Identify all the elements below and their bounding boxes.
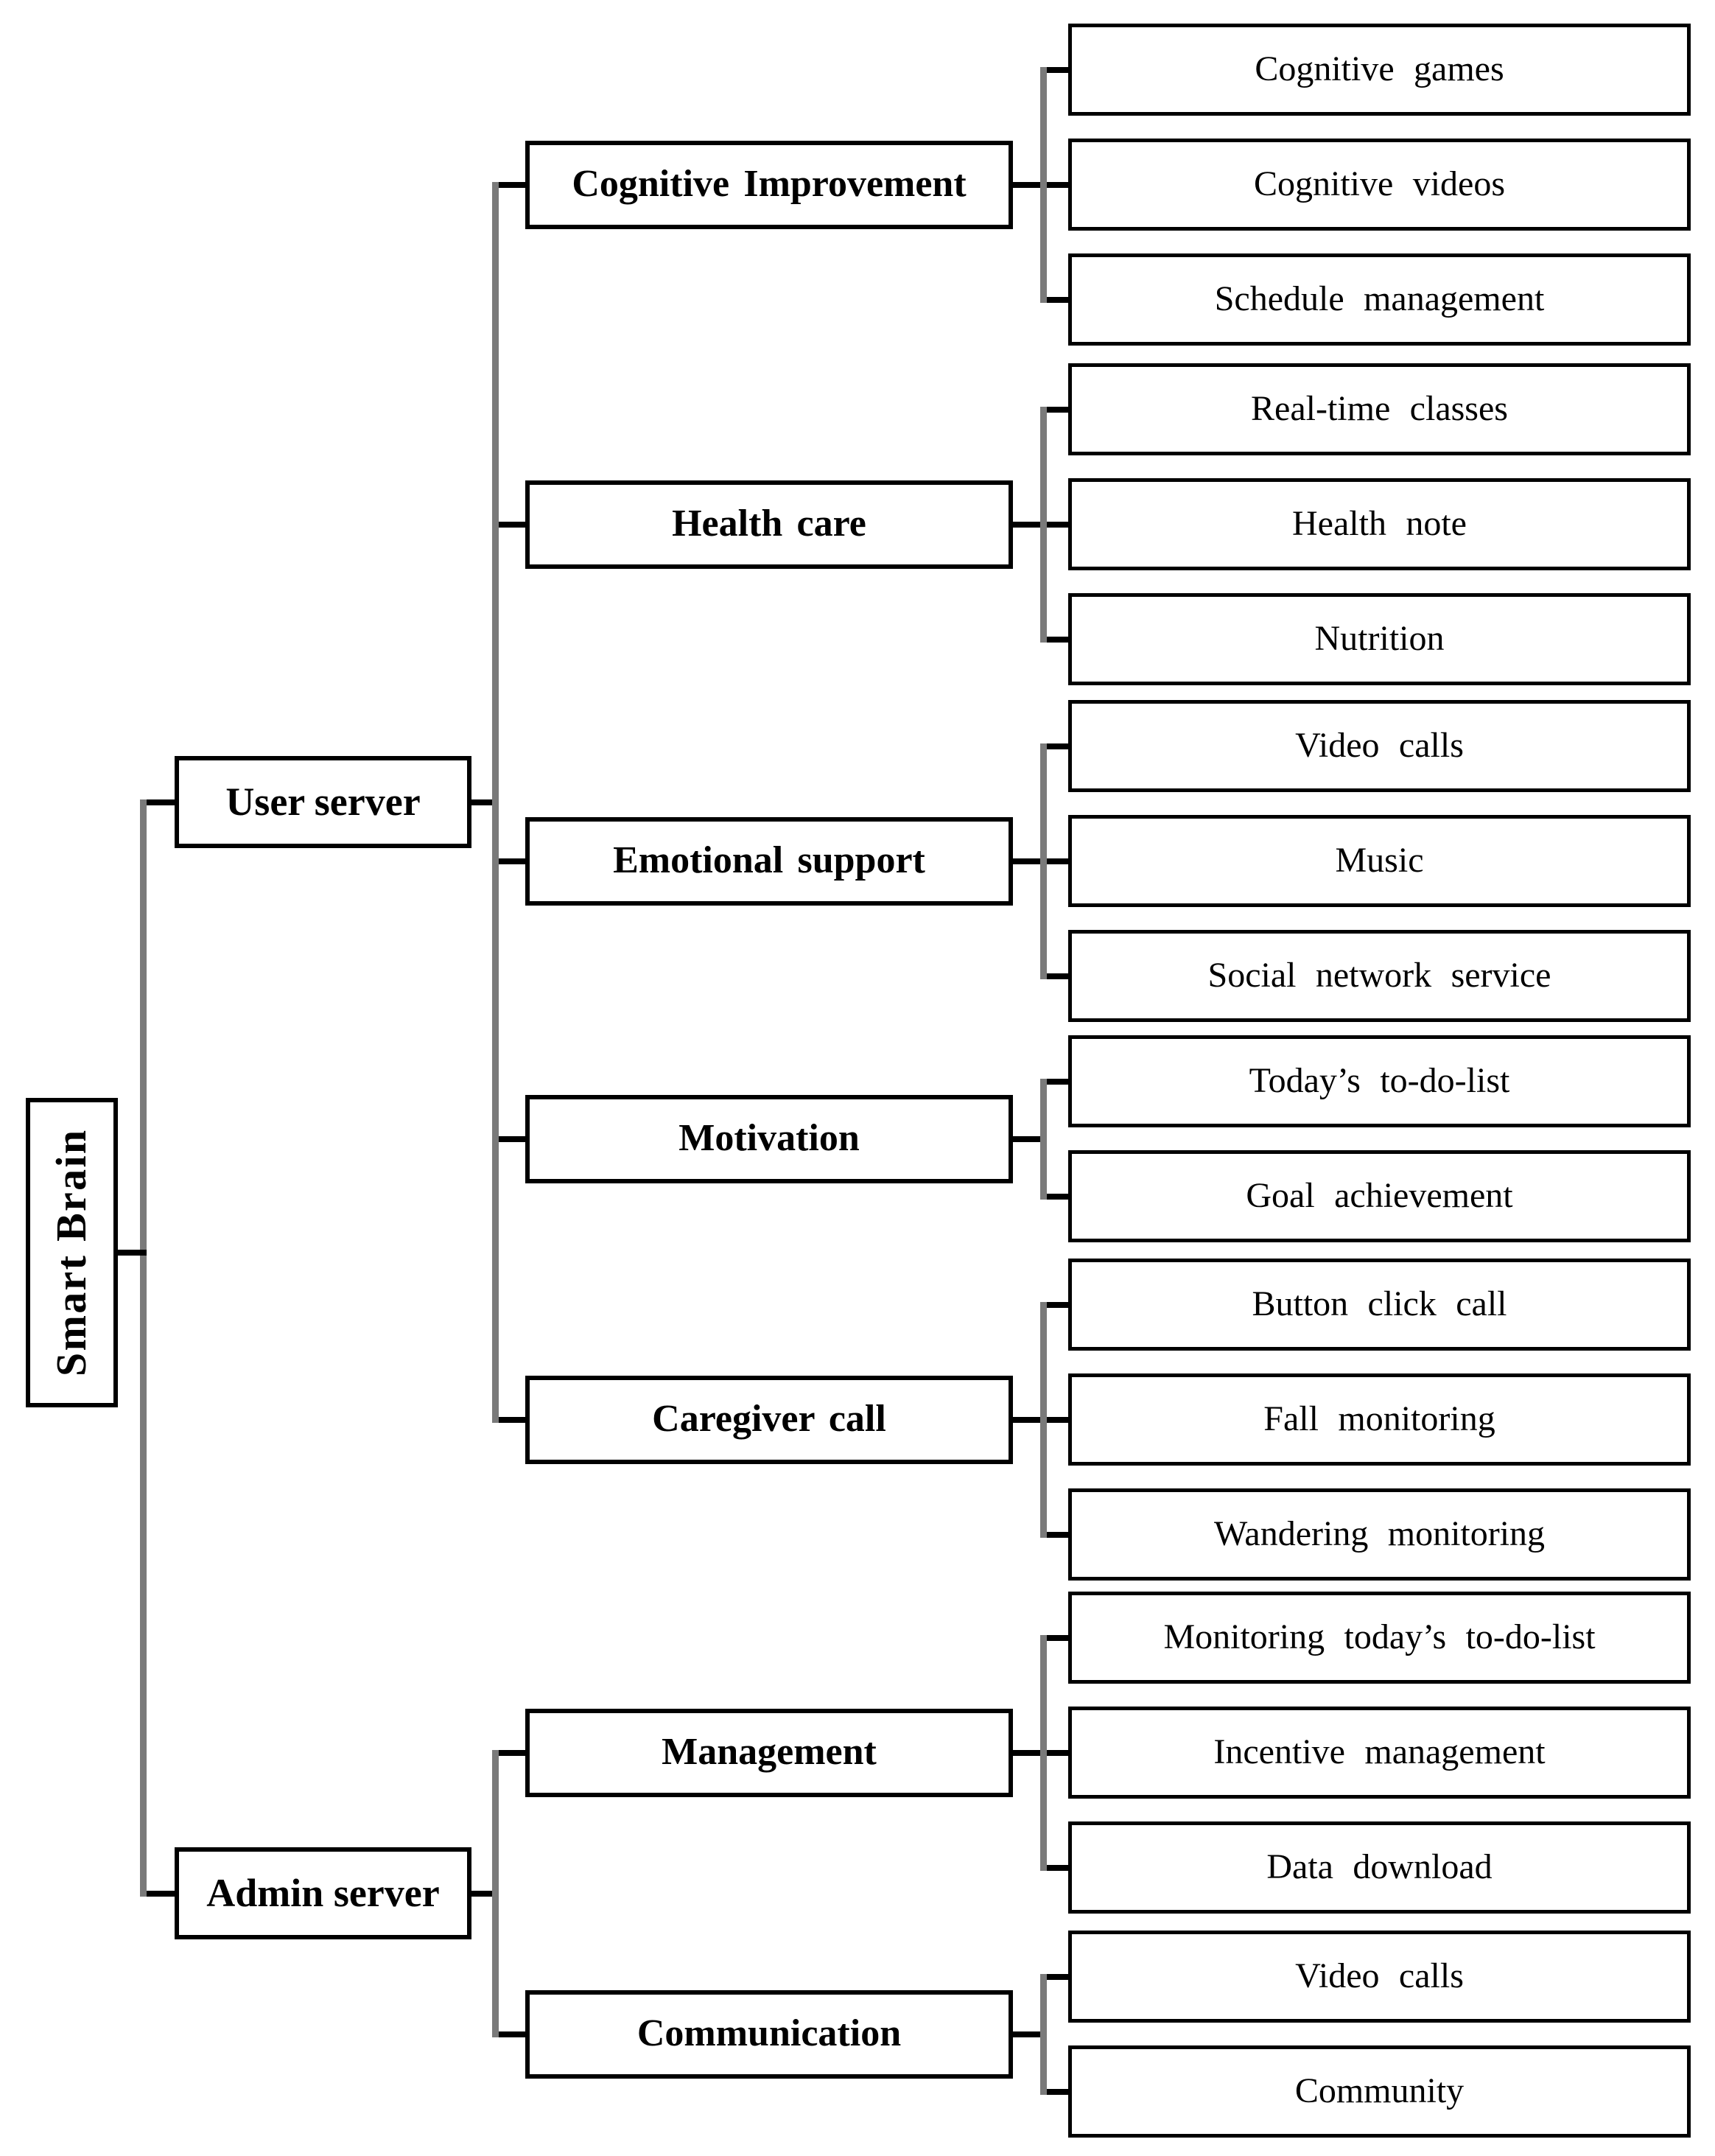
category-box: Cognitive Improvement <box>525 140 1013 229</box>
leaf-box: Video calls <box>1068 700 1691 792</box>
connector-spine-children <box>1040 1078 1047 1200</box>
leaf-box: Health note <box>1068 478 1691 570</box>
connector-stub-category-right <box>1013 181 1040 188</box>
leaf-box: Data download <box>1068 1821 1691 1914</box>
leaf-box: Nutrition <box>1068 593 1691 685</box>
leaf-box: Real-time classes <box>1068 363 1691 455</box>
connector-spine-children <box>1040 406 1047 643</box>
connector-stub-leaf <box>1047 1749 1068 1756</box>
connector-stub-category-left <box>499 181 525 188</box>
connector-stub-leaf <box>1047 636 1068 643</box>
connector-stub-leaf <box>1047 1301 1068 1308</box>
leaf-box: Video calls <box>1068 1931 1691 2023</box>
connector-stub-category-left <box>499 1135 525 1142</box>
leaf-box: Monitoring today’s to-do-list <box>1068 1592 1691 1684</box>
leaf-box: Music <box>1068 815 1691 907</box>
connector-stub-server-right <box>471 1890 492 1897</box>
connector-stub-server-left <box>147 799 175 805</box>
category-box: Management <box>525 1708 1013 1797</box>
server-box: User server <box>175 756 471 848</box>
connector-stub-category-right <box>1013 1416 1040 1423</box>
leaf-box: Schedule management <box>1068 253 1691 346</box>
connector-stub-leaf <box>1047 858 1068 864</box>
category-box: Motivation <box>525 1094 1013 1183</box>
connector-stub-leaf <box>1047 521 1068 528</box>
connector-stub-category-left <box>499 521 525 528</box>
connector-stub-category-right <box>1013 2031 1040 2037</box>
connector-stub-category-right <box>1013 858 1040 864</box>
connector-stub-leaf <box>1047 1416 1068 1423</box>
connector-stub-leaf <box>1047 1193 1068 1200</box>
connector-spine-main <box>140 799 147 1897</box>
connector-spine-children <box>1040 743 1047 979</box>
connector-spine-groups <box>492 181 499 1423</box>
category-box: Health care <box>525 480 1013 569</box>
leaf-box: Today’s to-do-list <box>1068 1035 1691 1127</box>
leaf-box: Fall monitoring <box>1068 1373 1691 1466</box>
leaf-box: Social network service <box>1068 930 1691 1022</box>
category-box: Caregiver call <box>525 1375 1013 1464</box>
connector-stub-leaf <box>1047 973 1068 979</box>
connector-stub-server-left <box>147 1890 175 1897</box>
connector-stub-server-right <box>471 799 492 805</box>
connector-stub-leaf <box>1047 1634 1068 1641</box>
connector-stub-category-left <box>499 2031 525 2037</box>
connector-stub-category-left <box>499 1416 525 1423</box>
connector-stub-leaf <box>1047 1078 1068 1085</box>
connector-spine-children <box>1040 66 1047 303</box>
connector-stub-leaf <box>1047 743 1068 749</box>
smart-brain-box: Smart Brain <box>26 1098 118 1407</box>
connector-stub-leaf <box>1047 1973 1068 1980</box>
connector-spine-children <box>1040 1973 1047 2095</box>
connector-stub-leaf <box>1047 1864 1068 1871</box>
leaf-box: Button click call <box>1068 1259 1691 1351</box>
leaf-box: Cognitive games <box>1068 24 1691 116</box>
category-box: Communication <box>525 1989 1013 2079</box>
connector-stub-leaf <box>1047 2088 1068 2095</box>
connector-spine-groups <box>492 1749 499 2037</box>
category-box: Emotional support <box>525 816 1013 906</box>
connector-stub-leaf <box>1047 406 1068 413</box>
connector-spine-children <box>1040 1634 1047 1871</box>
connector-stub-root <box>118 1250 147 1256</box>
connector-stub-category-left <box>499 858 525 864</box>
leaf-box: Incentive management <box>1068 1707 1691 1799</box>
connector-stub-category-right <box>1013 1135 1040 1142</box>
server-box: Admin server <box>175 1847 471 1939</box>
connector-stub-leaf <box>1047 66 1068 73</box>
connector-stub-leaf <box>1047 296 1068 303</box>
connector-stub-leaf <box>1047 181 1068 188</box>
connector-stub-category-left <box>499 1749 525 1756</box>
leaf-box: Community <box>1068 2045 1691 2138</box>
connector-stub-category-right <box>1013 1749 1040 1756</box>
connector-spine-children <box>1040 1301 1047 1538</box>
leaf-box: Goal achievement <box>1068 1150 1691 1242</box>
connector-stub-category-right <box>1013 521 1040 528</box>
connector-stub-leaf <box>1047 1531 1068 1538</box>
leaf-box: Wandering monitoring <box>1068 1488 1691 1581</box>
leaf-box: Cognitive videos <box>1068 139 1691 231</box>
